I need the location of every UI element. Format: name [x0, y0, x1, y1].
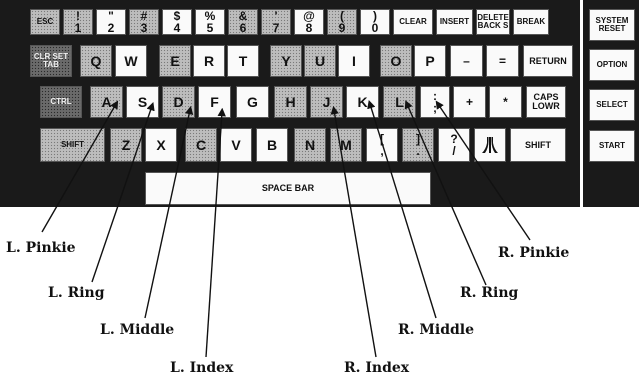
key-y: Y [270, 45, 302, 77]
key-3: #3 [129, 9, 159, 35]
key-p: P [414, 45, 446, 77]
key-2: "2 [96, 9, 126, 35]
key-1: !1 [63, 9, 93, 35]
key-j: J [310, 86, 343, 118]
key-4: $4 [162, 9, 192, 35]
key-h: H [274, 86, 307, 118]
l-pinkie-pointer [41, 100, 119, 233]
key-e: E [159, 45, 191, 77]
label-l-index: L. Index [170, 360, 234, 376]
key-w: W [115, 45, 147, 77]
key-space-bar: SPACE BAR [145, 172, 431, 205]
key-i: I [338, 45, 370, 77]
label-l-middle: L. Middle [100, 322, 175, 338]
r-ring-pointer [404, 100, 487, 286]
atari-logo-icon [482, 137, 498, 153]
l-ring-pointer [91, 102, 155, 283]
key-u: U [304, 45, 336, 77]
atari-logo-key [474, 128, 506, 162]
key-star: * [489, 86, 522, 118]
key-break: BREAK [513, 9, 549, 35]
key-plus: + [453, 86, 486, 118]
key-g: G [236, 86, 269, 118]
key-c: C [185, 128, 217, 162]
key-b: B [256, 128, 288, 162]
l-index-pointer [205, 107, 226, 358]
key-5: %5 [195, 9, 225, 35]
key-o: O [380, 45, 412, 77]
key-9: (9 [327, 9, 357, 35]
key-clear: CLEAR [393, 9, 433, 35]
label-r-index: R. Index [344, 360, 410, 376]
key-z: Z [110, 128, 142, 162]
key-ctrl: CTRL [40, 86, 82, 118]
key-shift-right: SHIFT [510, 128, 566, 162]
key-6: &6 [228, 9, 258, 35]
label-r-middle: R. Middle [398, 322, 475, 338]
label-r-pinkie: R. Pinkie [498, 245, 570, 261]
key-equals: = [486, 45, 519, 77]
r-middle-pointer [367, 99, 437, 319]
key-s: S [126, 86, 159, 118]
key-esc: ESC [30, 9, 60, 35]
key-minus: – [450, 45, 483, 77]
l-middle-pointer [144, 105, 194, 319]
key-r: R [193, 45, 225, 77]
key-8: @8 [294, 9, 324, 35]
key-shift-left: SHIFT [40, 128, 105, 162]
label-l-ring: L. Ring [48, 285, 105, 301]
r-pinkie-pointer [435, 100, 531, 241]
key-return: RETURN [523, 45, 573, 77]
key-semicolon: :; [420, 86, 450, 118]
key-option: OPTION [589, 49, 635, 81]
key-n: N [294, 128, 326, 162]
key-q: Q [80, 45, 112, 77]
key-v: V [220, 128, 252, 162]
key-0: )0 [360, 9, 390, 35]
key-7: '7 [261, 9, 291, 35]
key-insert: INSERT [436, 9, 473, 35]
key-m: M [330, 128, 362, 162]
key-select: SELECT [589, 89, 635, 121]
key-t: T [227, 45, 259, 77]
key-period: ]. [402, 128, 434, 162]
key-x: X [145, 128, 177, 162]
label-r-ring: R. Ring [460, 285, 519, 301]
r-index-pointer [330, 105, 377, 358]
key-start: START [589, 130, 635, 162]
label-l-pinkie: L. Pinkie [6, 240, 76, 256]
